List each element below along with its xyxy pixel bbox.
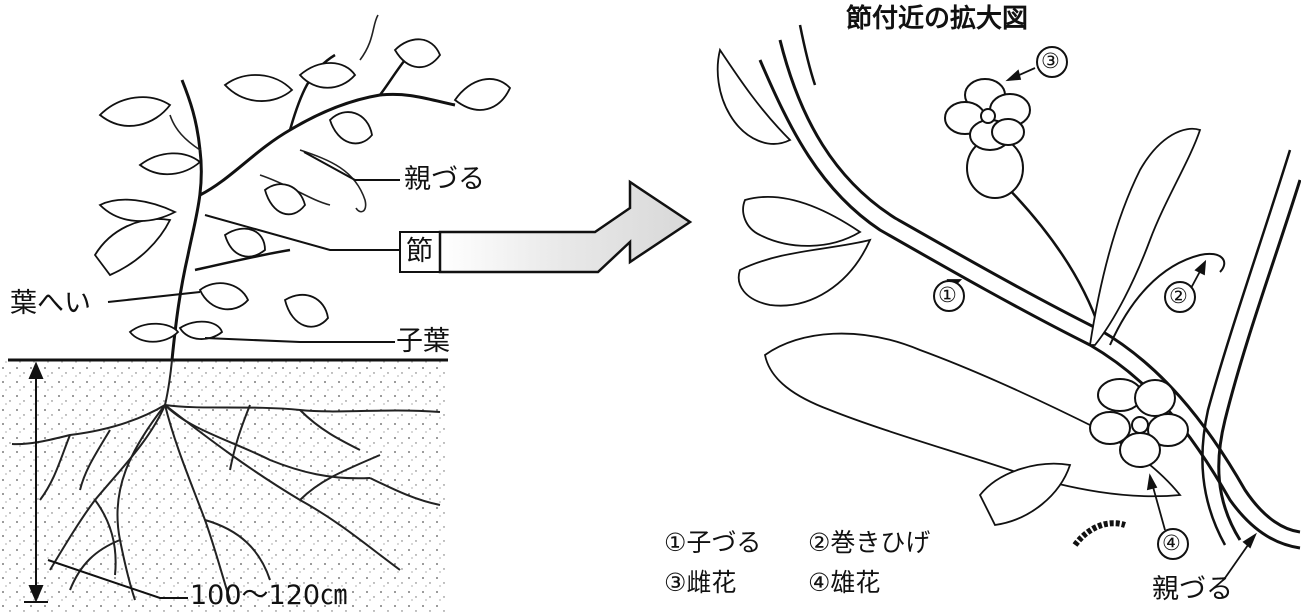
closeup-leaves xyxy=(716,47,1182,526)
legend-item-2: ②巻きひげ xyxy=(808,528,931,557)
label-youhei: 葉へい xyxy=(10,288,91,319)
root-system xyxy=(11,359,441,601)
left-plant-figure xyxy=(0,14,512,612)
label-oya-zuru-right: 親づる xyxy=(1152,574,1233,605)
label-root-depth: 100～120㎝ xyxy=(190,580,348,611)
leaves xyxy=(93,38,512,343)
closeup-title: 節付近の拡大図 xyxy=(846,4,1029,34)
node-label-box xyxy=(399,231,441,273)
right-closeup-figure xyxy=(716,24,1301,579)
legend-item-4: ④雄花 xyxy=(808,568,881,597)
legend-item-1: ①子づる xyxy=(664,528,762,557)
female-flower xyxy=(944,78,1031,151)
callout-1: ① xyxy=(938,283,957,307)
main-vine xyxy=(199,92,456,197)
label-shiyou: 子葉 xyxy=(396,326,450,357)
callout-3: ③ xyxy=(1041,49,1060,73)
depth-dimension xyxy=(24,361,48,603)
leader-lines xyxy=(47,151,400,599)
label-oya-zuru-left: 親づる xyxy=(404,164,485,195)
callout-4: ④ xyxy=(1162,531,1181,555)
soil-area xyxy=(0,360,448,612)
callout-2: ② xyxy=(1169,284,1188,308)
main-stem xyxy=(170,79,203,361)
closeup-vine xyxy=(758,59,1301,550)
legend-item-3: ③雌花 xyxy=(664,568,737,597)
label-setsu: 節 xyxy=(406,236,433,267)
callout-circles xyxy=(933,46,1196,560)
male-flower xyxy=(1089,378,1189,468)
closeup-tendril xyxy=(1109,252,1226,346)
right-arrow-icon xyxy=(438,179,693,274)
